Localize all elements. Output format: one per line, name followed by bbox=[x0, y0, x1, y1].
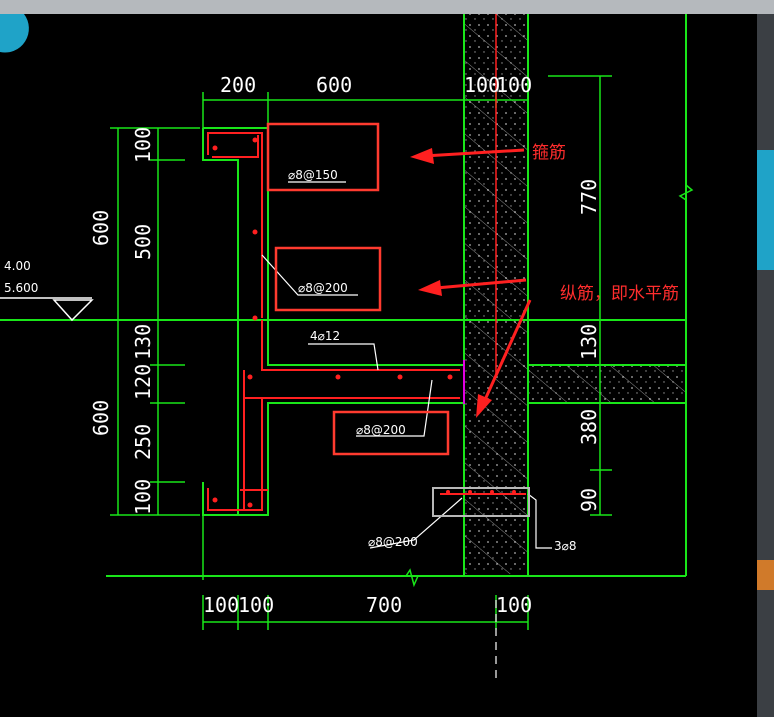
dim-top-100b: 100 bbox=[496, 73, 532, 97]
dim-left-600-lower: 600 bbox=[89, 400, 113, 436]
dim-left-250: 250 bbox=[131, 424, 155, 460]
dim-left-130: 130 bbox=[131, 324, 155, 360]
top-frame-bar bbox=[0, 0, 774, 14]
slab-concrete-dots bbox=[528, 365, 686, 403]
right-frame-strip bbox=[757, 14, 774, 717]
dim-bottom-100b: 100 bbox=[238, 593, 274, 617]
note-stirrup-8-150: ⌀8@150 bbox=[288, 168, 338, 182]
annotation-arrows bbox=[410, 148, 532, 418]
dim-top-200: 200 bbox=[220, 73, 256, 97]
note-bottom-8-200: ⌀8@200 bbox=[368, 535, 418, 549]
dimension-lines bbox=[110, 75, 694, 630]
note-stirrup-8-200-lower: ⌀8@200 bbox=[356, 423, 406, 437]
level-label-bottom: 5.600 bbox=[4, 281, 38, 295]
dim-top-600: 600 bbox=[316, 73, 352, 97]
note-stirrup-8-200-upper: ⌀8@200 bbox=[298, 281, 348, 295]
dim-bottom-700: 700 bbox=[366, 593, 402, 617]
note-middle-bars: 4⌀12 bbox=[310, 329, 340, 343]
level-label-top: 4.00 bbox=[4, 259, 31, 273]
dim-left-100-top: 100 bbox=[131, 127, 155, 163]
dim-left-500: 500 bbox=[131, 224, 155, 260]
dim-right-130: 130 bbox=[577, 324, 601, 360]
annotation-stirrup: 箍筋 bbox=[532, 143, 566, 163]
highlight-boxes bbox=[266, 122, 450, 456]
level-marker bbox=[0, 297, 94, 322]
note-right-tag: 3⌀8 bbox=[554, 539, 577, 553]
rebar-dots bbox=[212, 137, 516, 508]
dim-right-770: 770 bbox=[577, 179, 601, 215]
side-panel-widget-2[interactable] bbox=[757, 560, 774, 590]
selection-box bbox=[432, 487, 530, 517]
corner-logo-icon bbox=[0, 14, 29, 53]
dim-right-380: 380 bbox=[577, 409, 601, 445]
side-panel-widget[interactable] bbox=[757, 150, 774, 270]
dim-left-600-upper: 600 bbox=[89, 210, 113, 246]
rebar-lines bbox=[207, 132, 526, 511]
dim-bottom-100a: 100 bbox=[203, 593, 239, 617]
dim-right-90: 90 bbox=[577, 488, 601, 512]
annotation-longitudinal: 纵筋，即水平筋 bbox=[560, 284, 679, 304]
dim-bottom-100c: 100 bbox=[496, 593, 532, 617]
dim-left-120: 120 bbox=[131, 364, 155, 400]
note-leaders bbox=[261, 181, 552, 549]
dim-top-100a: 100 bbox=[464, 73, 500, 97]
dim-left-100-bottom: 100 bbox=[131, 479, 155, 515]
